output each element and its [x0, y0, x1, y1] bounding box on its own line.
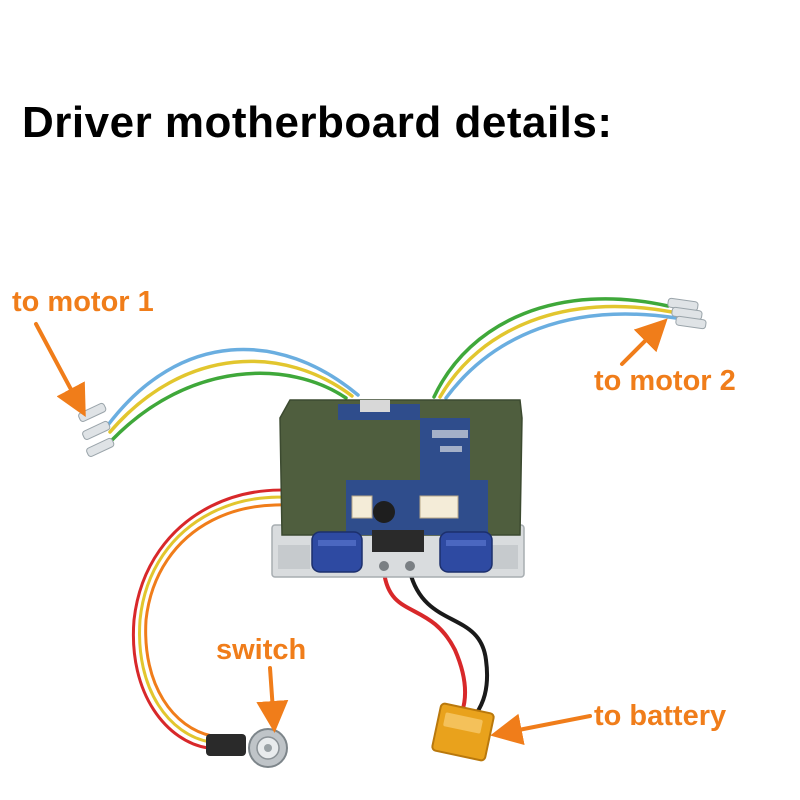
callout-arrows: [34, 318, 668, 746]
switch-wires: [131, 488, 356, 750]
arrow-battery: [490, 713, 592, 746]
motor1-wires: [106, 347, 360, 442]
driver-board: [271, 399, 525, 578]
label-to-motor-2: to motor 2: [594, 365, 736, 397]
arrow-motor2: [620, 318, 668, 366]
arrow-switch: [256, 666, 289, 733]
label-to-battery: to battery: [594, 700, 727, 732]
arrow-motor1: [34, 322, 86, 418]
motor2-wires: [432, 297, 678, 400]
page-title: Driver motherboard details:: [22, 98, 613, 147]
battery-wires: [382, 570, 489, 716]
battery-connector: [431, 702, 495, 762]
label-to-motor-1: to motor 1: [12, 286, 154, 318]
motor2-terminals: [667, 297, 707, 330]
power-switch: [206, 728, 288, 768]
label-switch: switch: [216, 634, 307, 666]
